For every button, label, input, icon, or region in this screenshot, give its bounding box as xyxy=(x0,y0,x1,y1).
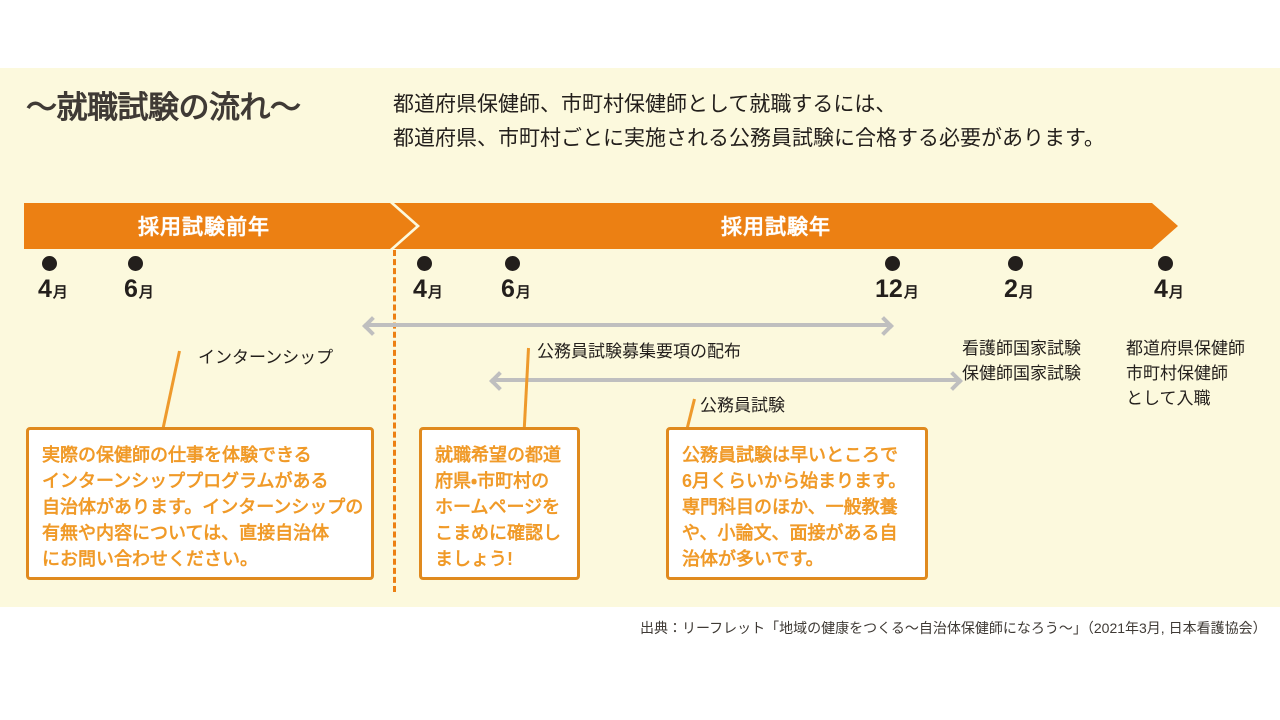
tick-unit: 月 xyxy=(515,284,531,301)
label-internship: インターンシップ xyxy=(198,348,334,367)
callout-line: 治体が多いです。 xyxy=(682,549,824,569)
callout-line: にお問い合わせください。 xyxy=(42,549,258,569)
callout-line: 有無や内容については、直接自治体 xyxy=(42,523,330,543)
callout-line: 6月くらいから始まります。 xyxy=(682,471,907,491)
callout-line: ましょう! xyxy=(435,549,513,569)
note-national-exams: 看護師国家試験 保健師国家試験 xyxy=(962,336,1081,386)
tick-number: 4 xyxy=(413,275,427,303)
timeline-tick-apr-next: 4月 xyxy=(1154,256,1218,302)
span-bar xyxy=(366,323,888,327)
tick-number: 4 xyxy=(1154,275,1168,303)
callout-line: こまめに確認し xyxy=(435,523,561,543)
timeline-tick-apr-prev: 4月 xyxy=(38,256,102,302)
tick-unit: 月 xyxy=(1168,284,1184,301)
callout-homepage-check: 就職希望の都道 府県・市町村の ホームページを こまめに確認し ましょう! xyxy=(419,427,580,580)
tick-number: 4 xyxy=(38,275,52,303)
callout-line: インターンシッププログラムがある xyxy=(42,471,329,491)
tick-unit: 月 xyxy=(427,284,443,301)
timeline-tick-apr-exam: 4月 xyxy=(413,256,477,302)
tick-dot-icon xyxy=(1158,256,1173,271)
note-employment: 都道府県保健師 市町村保健師 として入職 xyxy=(1126,336,1245,411)
source-citation: 出典：リーフレット「地域の健康をつくる〜自治体保健師になろう〜」（2021年3月… xyxy=(640,620,1267,636)
tick-unit: 月 xyxy=(1018,284,1034,301)
tick-label: 6月 xyxy=(124,277,188,302)
timeline-tick-jun-prev: 6月 xyxy=(124,256,188,302)
callout-line: 専門科目のほか、一般教養 xyxy=(682,497,898,517)
timeline-banner: 採用試験前年 採用試験年 xyxy=(0,203,1280,249)
lede-line-1: 都道府県保健師、市町村保健師として就職するには、 xyxy=(393,93,897,116)
span-label-guideline-distribution: 公務員試験募集要項の配布 xyxy=(537,342,741,361)
callout-line: 就職希望の都道 xyxy=(435,445,561,465)
banner-segment-exam-year: 採用試験年 xyxy=(394,203,1178,249)
page-title: 〜就職試験の流れ〜 xyxy=(26,90,301,125)
callout-exam-schedule: 公務員試験は早いところで 6月くらいから始まります。 専門科目のほか、一般教養 … xyxy=(666,427,928,580)
tick-unit: 月 xyxy=(903,284,919,301)
note-line: 保健師国家試験 xyxy=(962,364,1081,383)
banner-segment-previous-year: 採用試験前年 xyxy=(24,203,416,249)
tick-label: 2月 xyxy=(1004,277,1068,302)
callout-line: ホームページを xyxy=(435,497,561,517)
banner-label-exam-year: 採用試験年 xyxy=(721,216,831,239)
tick-unit: 月 xyxy=(138,284,154,301)
callout-line: や、小論文、面接がある自 xyxy=(682,523,898,543)
timeline-tick-feb: 2月 xyxy=(1004,256,1068,302)
timeline-tick-dec: 12月 xyxy=(875,256,945,302)
tick-label: 4月 xyxy=(1154,277,1218,302)
tick-number: 2 xyxy=(1004,275,1018,303)
tick-label: 4月 xyxy=(413,277,477,302)
note-line: 看護師国家試験 xyxy=(962,339,1081,358)
timeline-tick-jun-exam: 6月 xyxy=(501,256,565,302)
tick-number: 12 xyxy=(875,275,903,303)
tick-dot-icon xyxy=(128,256,143,271)
year-divider-line xyxy=(393,250,396,592)
callout-internship: 実際の保健師の仕事を体験できる インターンシッププログラムがある 自治体がありま… xyxy=(26,427,374,580)
tick-label: 6月 xyxy=(501,277,565,302)
tick-dot-icon xyxy=(417,256,432,271)
note-line: 市町村保健師 xyxy=(1126,364,1228,383)
span-arrow-guideline-distribution xyxy=(366,318,888,332)
tick-dot-icon xyxy=(505,256,520,271)
tick-label: 4月 xyxy=(38,277,102,302)
arrow-right-icon xyxy=(945,373,959,387)
arrow-right-icon xyxy=(876,318,890,332)
callout-line: 実際の保健師の仕事を体験できる xyxy=(42,445,312,465)
tick-number: 6 xyxy=(124,275,138,303)
callout-line: 府県・市町村の xyxy=(435,471,550,491)
note-line: として入職 xyxy=(1126,389,1211,408)
tick-dot-icon xyxy=(42,256,57,271)
span-label-civil-service-exam: 公務員試験 xyxy=(700,396,785,415)
span-bar xyxy=(493,378,957,382)
callout-line: 自治体があります。インターンシップの xyxy=(42,497,364,517)
lede-paragraph: 都道府県保健師、市町村保健師として就職するには、 都道府県、市町村ごとに実施され… xyxy=(393,88,1105,156)
lede-line-2: 都道府県、市町村ごとに実施される公務員試験に合格する必要があります。 xyxy=(393,127,1105,150)
banner-label-previous-year: 採用試験前年 xyxy=(138,216,270,239)
tick-dot-icon xyxy=(1008,256,1023,271)
callout-line: 公務員試験は早いところで xyxy=(682,445,898,465)
tick-label: 12月 xyxy=(875,277,945,302)
tick-dot-icon xyxy=(885,256,900,271)
arrow-left-icon xyxy=(364,318,378,332)
note-line: 都道府県保健師 xyxy=(1126,339,1245,358)
span-arrow-civil-service-exam xyxy=(493,373,957,387)
arrow-left-icon xyxy=(491,373,505,387)
tick-number: 6 xyxy=(501,275,515,303)
tick-unit: 月 xyxy=(52,284,68,301)
